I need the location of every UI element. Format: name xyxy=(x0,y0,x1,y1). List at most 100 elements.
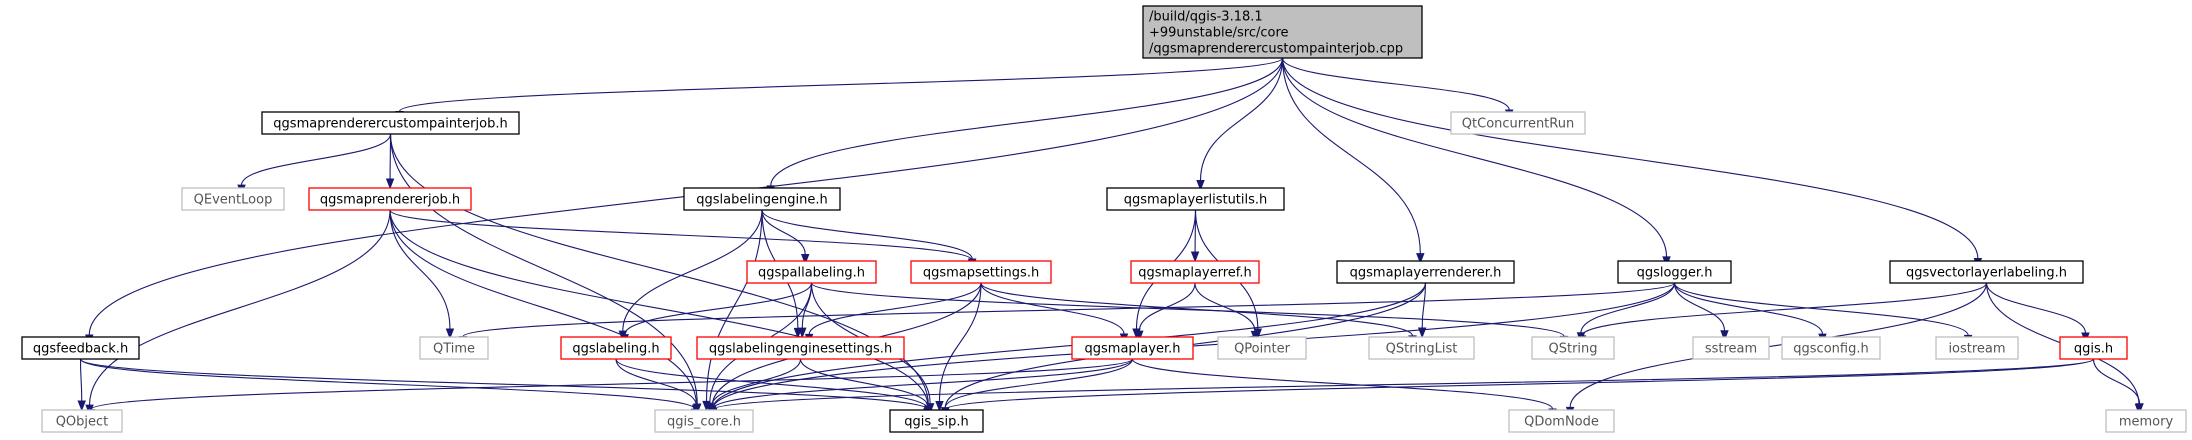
node-label: QPointer xyxy=(1234,342,1291,357)
edge-qgis_h-to-memory xyxy=(2092,358,2144,415)
node-qtconcurrentrun: QtConcurrentRun xyxy=(1450,111,1586,135)
edge-qgsmaprendererjob_h-to-qgsmapsettings_h xyxy=(389,209,977,271)
node-box xyxy=(1106,187,1285,211)
edge-qgsmaprendererjob_h-to-qgis_sip_h xyxy=(389,209,933,418)
edge-qgsmaprenderercustompainterjob_h-to-qeventloop xyxy=(237,133,392,196)
node-qgsmaplayerref-h[interactable]: qgsmaplayerref.h xyxy=(1130,260,1260,284)
edge-qgslabeling_h-to-qgis_sip_h xyxy=(615,358,932,419)
edge-qgspallabeling_h-to-qstring xyxy=(810,282,1569,347)
edge-qgsvectorlayerlabeling_h-to-qstring xyxy=(1577,282,1988,347)
edge-root-to-qgsvectorlayerlabeling_h xyxy=(1281,57,1983,269)
node-qgslogger-h[interactable]: qgslogger.h xyxy=(1617,260,1732,284)
node-qgsmaprenderercustompainterjob-h[interactable]: qgsmaprenderercustompainterjob.h xyxy=(261,111,520,135)
edge-qgslabelingengine_h-to-qgsmapsettings_h xyxy=(761,209,977,270)
node-box xyxy=(1692,336,1770,360)
node-label: QtConcurrentRun xyxy=(1462,117,1574,132)
node-label: qgsconfig.h xyxy=(1793,342,1868,357)
node-label: qgsmapsettings.h xyxy=(923,266,1039,281)
edge-root-to-qgsmaprenderercustompainterjob_h xyxy=(395,57,1284,122)
node-box xyxy=(2059,336,2128,360)
node-label: qgis_core.h xyxy=(667,415,741,430)
node-qgsmapsettings-h[interactable]: qgsmapsettings.h xyxy=(910,260,1052,284)
node-qgsmaprendererjob-h[interactable]: qgsmaprendererjob.h xyxy=(308,187,472,211)
node-qgslabeling-h[interactable]: qgslabeling.h xyxy=(560,336,672,360)
node-root[interactable]: /build/qgis-3.18.1+99unstable/src/core/q… xyxy=(1142,5,1423,59)
node-label: qgslabeling.h xyxy=(572,342,659,357)
node-box xyxy=(1889,260,2084,284)
node-box xyxy=(1531,336,1615,360)
node-qobject: QObject xyxy=(41,409,123,433)
node-label: qgis_sip.h xyxy=(904,415,968,430)
node-label: QTime xyxy=(433,342,475,357)
node-box xyxy=(1071,336,1194,360)
node-qgsvectorlayerlabeling-h[interactable]: qgsvectorlayerlabeling.h xyxy=(1889,260,2084,284)
node-qgsfeedback-h[interactable]: qgsfeedback.h xyxy=(21,336,140,360)
node-qpointer: QPointer xyxy=(1217,336,1307,360)
node-qgis-sip-h[interactable]: qgis_sip.h xyxy=(889,409,984,433)
edge-root-to-qtconcurrentrun xyxy=(1281,57,1514,121)
node-label: QEventLoop xyxy=(194,193,273,208)
node-box xyxy=(1368,336,1475,360)
node-box xyxy=(654,409,754,433)
node-label: qgsmaplayerrenderer.h xyxy=(1350,266,1502,281)
file-nodes: /build/qgis-3.18.1+99unstable/src/core/q… xyxy=(21,5,2187,433)
node-label: /build/qgis-3.18.1 xyxy=(1149,10,1263,25)
node-qgsconfig-h: qgsconfig.h xyxy=(1781,336,1881,360)
node-label: iostream xyxy=(1948,342,2005,357)
node-qgsmaplayer-h[interactable]: qgsmaplayer.h xyxy=(1071,336,1194,360)
node-box xyxy=(1336,260,1515,284)
node-label: QObject xyxy=(56,415,109,430)
node-box xyxy=(1508,409,1615,433)
node-box xyxy=(746,260,877,284)
node-label: qgsfeedback.h xyxy=(33,342,128,357)
node-qgslabelingenginesettings-h[interactable]: qgslabelingenginesettings.h xyxy=(696,336,905,360)
node-label: qgsvectorlayerlabeling.h xyxy=(1906,266,2067,281)
node-label: qgsmaprendererjob.h xyxy=(320,193,460,208)
node-box xyxy=(308,187,472,211)
node-box xyxy=(1217,336,1307,360)
node-qgis-core-h: qgis_core.h xyxy=(654,409,754,433)
edge-qgslabelingengine_h-to-qgspallabeling_h xyxy=(761,209,810,265)
node-qtime: QTime xyxy=(419,336,489,360)
edge-qgsfeedback_h-to-qgis_core_h xyxy=(79,358,700,420)
node-box xyxy=(1617,260,1732,284)
node-box xyxy=(21,336,140,360)
edge-qgsmaprendererjob_h-to-qtime xyxy=(389,209,455,340)
node-sstream: sstream xyxy=(1692,336,1770,360)
node-label: +99unstable/src/core xyxy=(1149,26,1289,41)
edge-root-to-qgslogger_h xyxy=(1281,57,1671,268)
node-label: sstream xyxy=(1705,342,1757,357)
edge-qgsfeedback_h-to-qobject xyxy=(77,358,86,412)
edge-root-to-qgsmaplayerlistutils_h xyxy=(1196,57,1284,191)
node-label: qgis.h xyxy=(2074,342,2113,357)
edge-qgslogger_h-to-sstream xyxy=(1673,282,1729,342)
node-qgslabelingengine-h[interactable]: qgslabelingengine.h xyxy=(683,187,841,211)
node-label: qgspallabeling.h xyxy=(758,266,865,281)
node-qgsmaplayerlistutils-h[interactable]: qgsmaplayerlistutils.h xyxy=(1106,187,1285,211)
node-box xyxy=(910,260,1052,284)
node-label: qgslogger.h xyxy=(1637,266,1713,281)
node-box xyxy=(1935,336,2019,360)
edge-qgslogger_h-to-qtime xyxy=(458,282,1676,347)
node-box xyxy=(1781,336,1881,360)
node-memory: memory xyxy=(2105,409,2187,433)
node-qgsmaplayerrenderer-h[interactable]: qgsmaplayerrenderer.h xyxy=(1336,260,1515,284)
node-qgspallabeling-h[interactable]: qgspallabeling.h xyxy=(746,260,877,284)
node-box xyxy=(683,187,841,211)
node-box xyxy=(696,336,905,360)
node-label: memory xyxy=(2119,415,2174,430)
node-qstringlist: QStringList xyxy=(1368,336,1475,360)
node-label: qgslabelingengine.h xyxy=(696,193,828,208)
edge-qgsmaprenderercustompainterjob_h-to-qgis_core_h xyxy=(389,133,702,415)
node-box xyxy=(560,336,672,360)
node-box xyxy=(419,336,489,360)
node-box xyxy=(889,409,984,433)
node-box xyxy=(1130,260,1260,284)
node-qdomnode: QDomNode xyxy=(1508,409,1615,433)
node-label: QString xyxy=(1548,342,1597,357)
node-box xyxy=(1142,5,1423,59)
node-label: QDomNode xyxy=(1524,415,1599,430)
edge-qgsmaplayerref_h-to-qgsmaplayer_h xyxy=(1135,282,1196,342)
node-qgis-h[interactable]: qgis.h xyxy=(2059,336,2128,360)
node-label: qgsmaplayerref.h xyxy=(1138,266,1252,281)
